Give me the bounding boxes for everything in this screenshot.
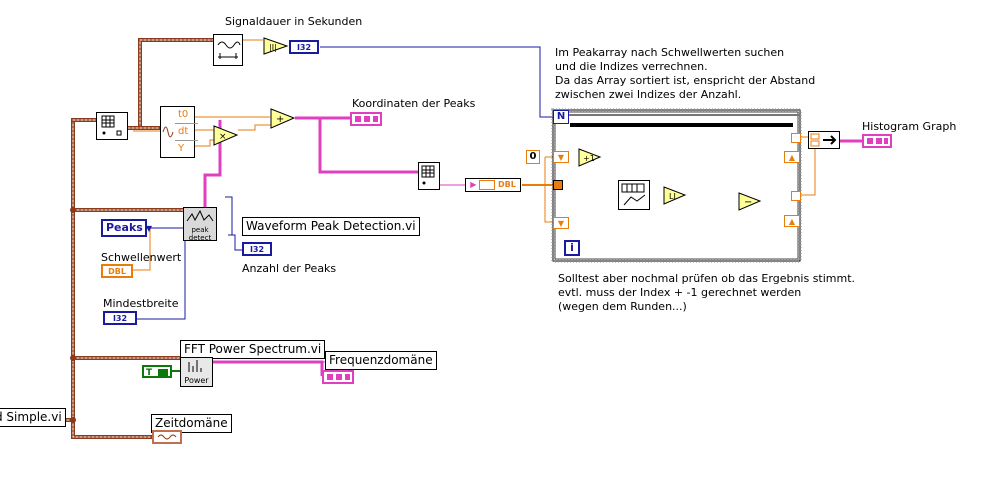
shift-register-left-top[interactable]: ▼ bbox=[553, 151, 569, 163]
array-grid-icon-2 bbox=[421, 165, 435, 185]
bundle-node[interactable] bbox=[808, 131, 840, 149]
subvi-label-fft-power-spectrum[interactable]: FFT Power Spectrum.vi bbox=[180, 340, 326, 359]
loop-input-tunnel[interactable] bbox=[553, 180, 563, 190]
label-signal-duration: Signaldauer in Sekunden bbox=[225, 15, 363, 28]
label-threshold: Schwellenwert bbox=[101, 251, 182, 264]
subvi-label-waveform-peak-detection[interactable]: Waveform Peak Detection.vi bbox=[242, 217, 420, 236]
shift-register-left-bottom[interactable]: ▼ bbox=[553, 217, 569, 229]
bool-value: T bbox=[146, 368, 153, 378]
absolute-value-icon[interactable]: |I| bbox=[263, 37, 289, 55]
for-loop-frame bbox=[551, 108, 802, 263]
build-waveform-node[interactable] bbox=[96, 112, 128, 140]
spectrum-icon bbox=[188, 360, 202, 372]
round-icon[interactable]: LI bbox=[663, 186, 687, 206]
array-grid-icon bbox=[101, 115, 122, 136]
peak-detect-subvi[interactable]: peak detect bbox=[183, 207, 217, 242]
waveform-icon-2 bbox=[157, 434, 177, 440]
peaks-enum-constant[interactable]: Peaks▼ bbox=[101, 219, 152, 237]
wf-y-field: Y bbox=[178, 143, 185, 154]
comment-top-line-2: und die Indizes verrechnen. bbox=[555, 60, 708, 73]
shift-down-icon: ▼ bbox=[557, 153, 565, 162]
svg-text:+: + bbox=[276, 114, 284, 125]
comment-bottom-line-2: evtl. muss der Index + -1 gerechnet werd… bbox=[558, 286, 802, 299]
comment-bottom-line-3: (wegen dem Runden...) bbox=[558, 300, 687, 313]
peak-detect-label: peak detect bbox=[188, 226, 212, 242]
shift-register-right-top[interactable]: ▲ bbox=[784, 151, 800, 163]
cluster-icon-3 bbox=[327, 374, 350, 380]
fft-power-spectrum-subvi[interactable]: Power bbox=[180, 357, 213, 387]
index-array-node[interactable] bbox=[418, 162, 440, 190]
time-domain-indicator[interactable] bbox=[152, 430, 182, 444]
bundle-icon bbox=[810, 133, 837, 147]
i32-indicator[interactable]: I32 bbox=[289, 40, 319, 54]
threshold-1d-array-node[interactable] bbox=[618, 180, 650, 210]
label-frequency-domain[interactable]: Frequenzdomäne bbox=[325, 351, 437, 370]
wf-dt-field: dt bbox=[175, 124, 198, 141]
loop-iteration-terminal: i bbox=[564, 240, 580, 256]
svg-text:×: × bbox=[219, 132, 227, 142]
add-icon[interactable]: + bbox=[270, 108, 296, 130]
loop-output-tunnel-top[interactable] bbox=[791, 133, 801, 143]
svg-text:LI: LI bbox=[669, 192, 676, 201]
peaks-enum-value: Peaks bbox=[106, 221, 143, 234]
peak-count-indicator[interactable]: I32 bbox=[242, 242, 272, 256]
increment-icon[interactable]: +1 bbox=[578, 148, 602, 168]
cluster-icon-2 bbox=[867, 138, 888, 144]
label-min-width: Mindestbreite bbox=[103, 297, 179, 310]
comment-top: Im Peakarray nach Schwellwerten suchen u… bbox=[555, 46, 815, 102]
multiply-icon[interactable]: × bbox=[213, 125, 239, 147]
shift-up-icon: ▲ bbox=[788, 153, 796, 162]
comment-top-line-4: zwischen zwei Indizes der Anzahl. bbox=[555, 88, 742, 101]
loop-output-tunnel-bottom[interactable] bbox=[791, 191, 801, 201]
convert-arrow-icon: ▶ bbox=[470, 180, 477, 189]
label-time-domain[interactable]: Zeitdomäne bbox=[151, 414, 232, 433]
waveform-graph-icon[interactable] bbox=[213, 34, 243, 66]
cluster-wires-thin bbox=[322, 184, 465, 363]
shift-up-icon-2: ▲ bbox=[788, 217, 796, 226]
peak-coordinates-indicator[interactable] bbox=[350, 112, 382, 126]
comment-top-line-3: Da das Array sortiert ist, enspricht der… bbox=[555, 74, 816, 87]
threshold-control[interactable]: DBL bbox=[101, 264, 133, 278]
dropdown-arrow-icon: ▼ bbox=[145, 224, 152, 233]
comment-top-line-1: Im Peakarray nach Schwellwerten suchen bbox=[555, 46, 785, 59]
power-label: Power bbox=[184, 376, 209, 385]
boolean-true-constant[interactable]: T bbox=[142, 365, 172, 378]
shift-register-right-bottom[interactable]: ▲ bbox=[784, 215, 800, 227]
svg-text:+1: +1 bbox=[583, 154, 595, 163]
subtract-icon[interactable]: − bbox=[738, 192, 762, 212]
histogram-graph-indicator[interactable] bbox=[862, 134, 892, 148]
wf-t0-field: t0 bbox=[175, 107, 198, 124]
label-peak-count: Anzahl der Peaks bbox=[242, 262, 337, 275]
sine-wave-icon bbox=[217, 41, 241, 59]
dbl-label: DBL bbox=[497, 180, 516, 189]
comment-bottom: Solltest aber nochmal prüfen ob das Erge… bbox=[558, 272, 855, 314]
label-peak-coordinates: Koordinaten der Peaks bbox=[352, 97, 476, 110]
svg-text:−: − bbox=[744, 197, 752, 208]
min-width-control[interactable]: I32 bbox=[103, 311, 137, 325]
cluster-icon bbox=[355, 116, 378, 122]
svg-text:|I|: |I| bbox=[269, 43, 277, 52]
zero-constant[interactable]: 0 bbox=[526, 150, 540, 164]
loop-count-terminal[interactable]: N bbox=[553, 110, 569, 124]
bool-fill-icon bbox=[158, 369, 169, 376]
subvi-label-simple[interactable]: d Simple.vi bbox=[0, 408, 66, 427]
frequency-domain-indicator[interactable] bbox=[322, 370, 354, 384]
peak-waveform-icon bbox=[186, 209, 214, 222]
comment-bottom-line-1: Solltest aber nochmal prüfen ob das Erge… bbox=[558, 272, 856, 285]
integer-wires bbox=[137, 46, 553, 320]
threshold-array-icon bbox=[621, 183, 646, 206]
get-waveform-components-node[interactable]: t0 dt Y bbox=[160, 106, 198, 158]
to-dbl-conversion[interactable]: ▶ DBL bbox=[465, 178, 521, 192]
waveform-icon bbox=[162, 126, 174, 138]
shift-down-icon-2: ▼ bbox=[557, 219, 565, 228]
label-histogram-graph: Histogram Graph bbox=[862, 120, 957, 133]
